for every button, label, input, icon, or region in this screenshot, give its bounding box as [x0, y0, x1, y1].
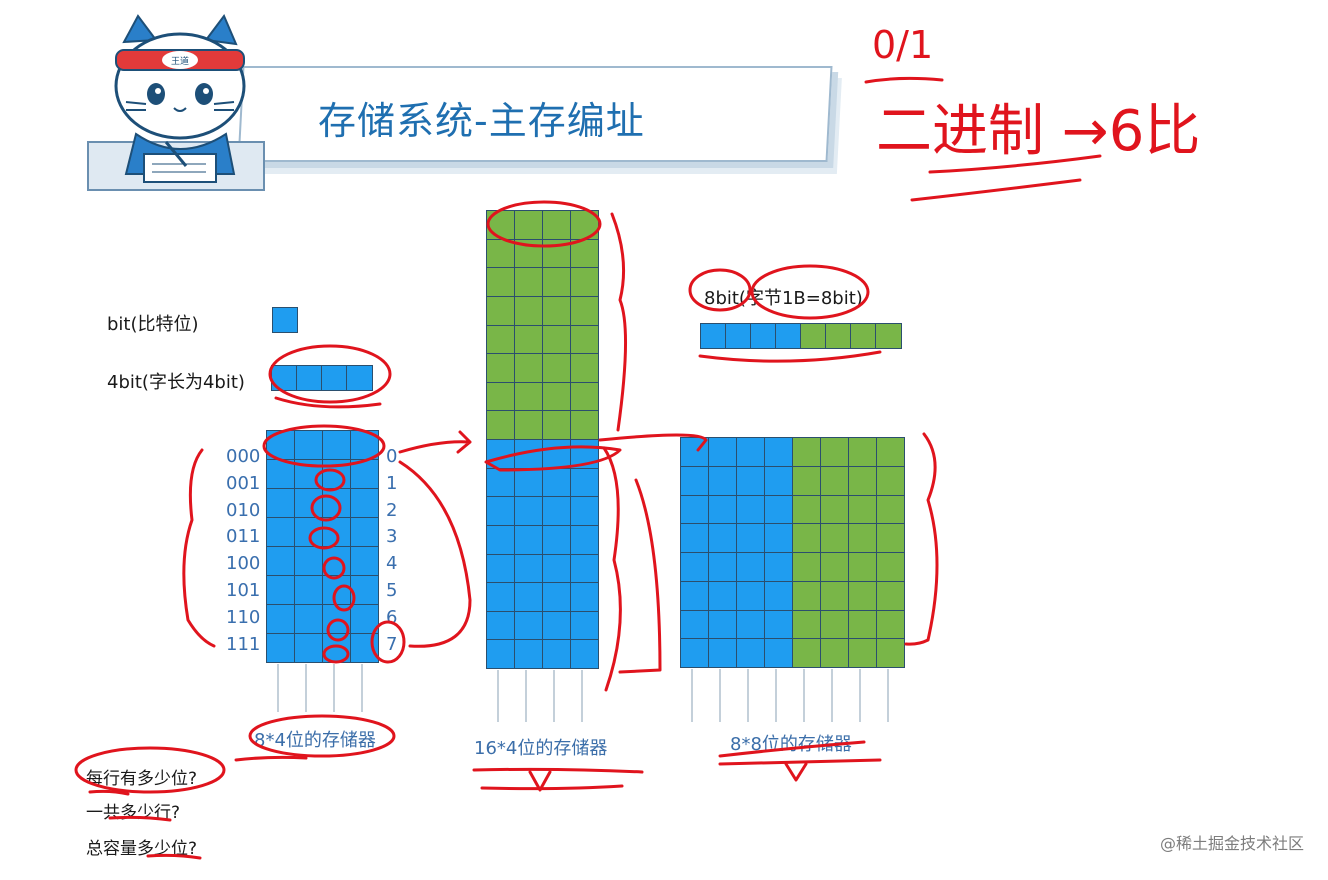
word4-cells [271, 365, 374, 391]
memory-cell [876, 609, 905, 640]
decimal-address: 5 [386, 580, 398, 601]
word4-label: 4bit(字长为4bit) [107, 372, 245, 393]
binary-address: 100 [226, 553, 261, 575]
memory-cell [876, 638, 905, 668]
caption-16x4: 16*4位的存储器 [474, 738, 608, 759]
decimal-address: 0 [386, 446, 398, 467]
memory-cell [876, 580, 905, 611]
watermark: @稀土掘金技术社区 [1159, 834, 1304, 853]
memory-cell [570, 639, 599, 669]
memory-cell [708, 609, 737, 640]
decimal-address: 6 [386, 606, 398, 628]
single-bit-cell [272, 307, 298, 333]
memory-cell [486, 610, 515, 641]
memory-cell [514, 610, 543, 641]
handwriting-top: 0/1 [872, 23, 933, 67]
binary-address: 001 [226, 472, 261, 494]
memory-cell [792, 494, 821, 525]
caption-8x4: 8*4位的存储器 [254, 730, 376, 751]
memory-cell [820, 638, 849, 668]
handwriting-main: 二进制 →6比 [876, 99, 1200, 164]
memory-cell [708, 523, 737, 553]
memory-cell [792, 638, 821, 668]
memory-cell [514, 381, 543, 412]
binary-address: 110 [226, 606, 261, 628]
memory-cell [876, 465, 905, 496]
memory-cell [570, 524, 599, 555]
memory-cell [350, 517, 379, 547]
memory-cell [848, 552, 877, 582]
memory-cell [486, 381, 515, 412]
binary-address: 111 [226, 633, 261, 655]
memory-cell [570, 295, 599, 326]
memory-cell [764, 494, 793, 525]
memory-cell [820, 552, 849, 582]
decimal-address: 4 [386, 553, 398, 575]
memory-cell [570, 496, 599, 526]
memory-cell [542, 639, 571, 669]
decimal-address: 3 [386, 526, 398, 548]
memory-cell [708, 494, 737, 525]
question-bits-per-row: 每行有多少位? [86, 769, 198, 789]
memory-cell [792, 465, 821, 496]
memory-cell [680, 552, 709, 582]
binary-address: 011 [226, 526, 261, 548]
memory-cell [876, 437, 905, 467]
memory-cell [486, 524, 515, 555]
memory-cell [294, 633, 323, 663]
memory-cell [570, 467, 599, 498]
page-title: 存储系统-主存编址 [318, 99, 645, 143]
memory-cell [350, 546, 379, 576]
binary-address: 010 [226, 499, 261, 521]
memory-cell [486, 582, 515, 612]
memory-cell [542, 324, 571, 355]
memory-cell [764, 609, 793, 640]
decimal-address: 7 [386, 633, 398, 655]
memory-cell [680, 437, 709, 467]
memory-cell [876, 523, 905, 553]
memory-cell [570, 553, 599, 584]
memory-cell [876, 552, 905, 582]
mascot-badge-text: 王道 [171, 55, 189, 67]
memory-cell [736, 580, 765, 611]
binary-address: 101 [226, 580, 261, 601]
decimal-address: 2 [386, 499, 398, 521]
memory-cell [736, 552, 765, 582]
memory-cell [322, 575, 351, 605]
memory-8x8-grid [680, 437, 905, 668]
memory-cell [792, 609, 821, 640]
memory-16x4-grid [486, 210, 599, 669]
memory-cell [680, 580, 709, 611]
memory-cell [848, 638, 877, 668]
memory-cell [848, 580, 877, 611]
memory-cell [680, 494, 709, 525]
memory-cell [764, 638, 793, 668]
caption-8x8: 8*8位的存储器 [730, 734, 852, 755]
memory-cell [876, 494, 905, 525]
bit-label: bit(比特位) [107, 314, 199, 335]
memory-cell [486, 639, 515, 669]
memory-cell [736, 465, 765, 496]
memory-cell [266, 604, 295, 634]
memory-cell [514, 410, 543, 440]
byte8-cells [700, 323, 903, 349]
memory-8x4-grid [266, 430, 379, 663]
mascot-cat-logo: 王道 [87, 14, 265, 191]
decimal-address: 1 [386, 472, 398, 494]
memory-cell [764, 552, 793, 582]
binary-address: 000 [226, 446, 261, 467]
